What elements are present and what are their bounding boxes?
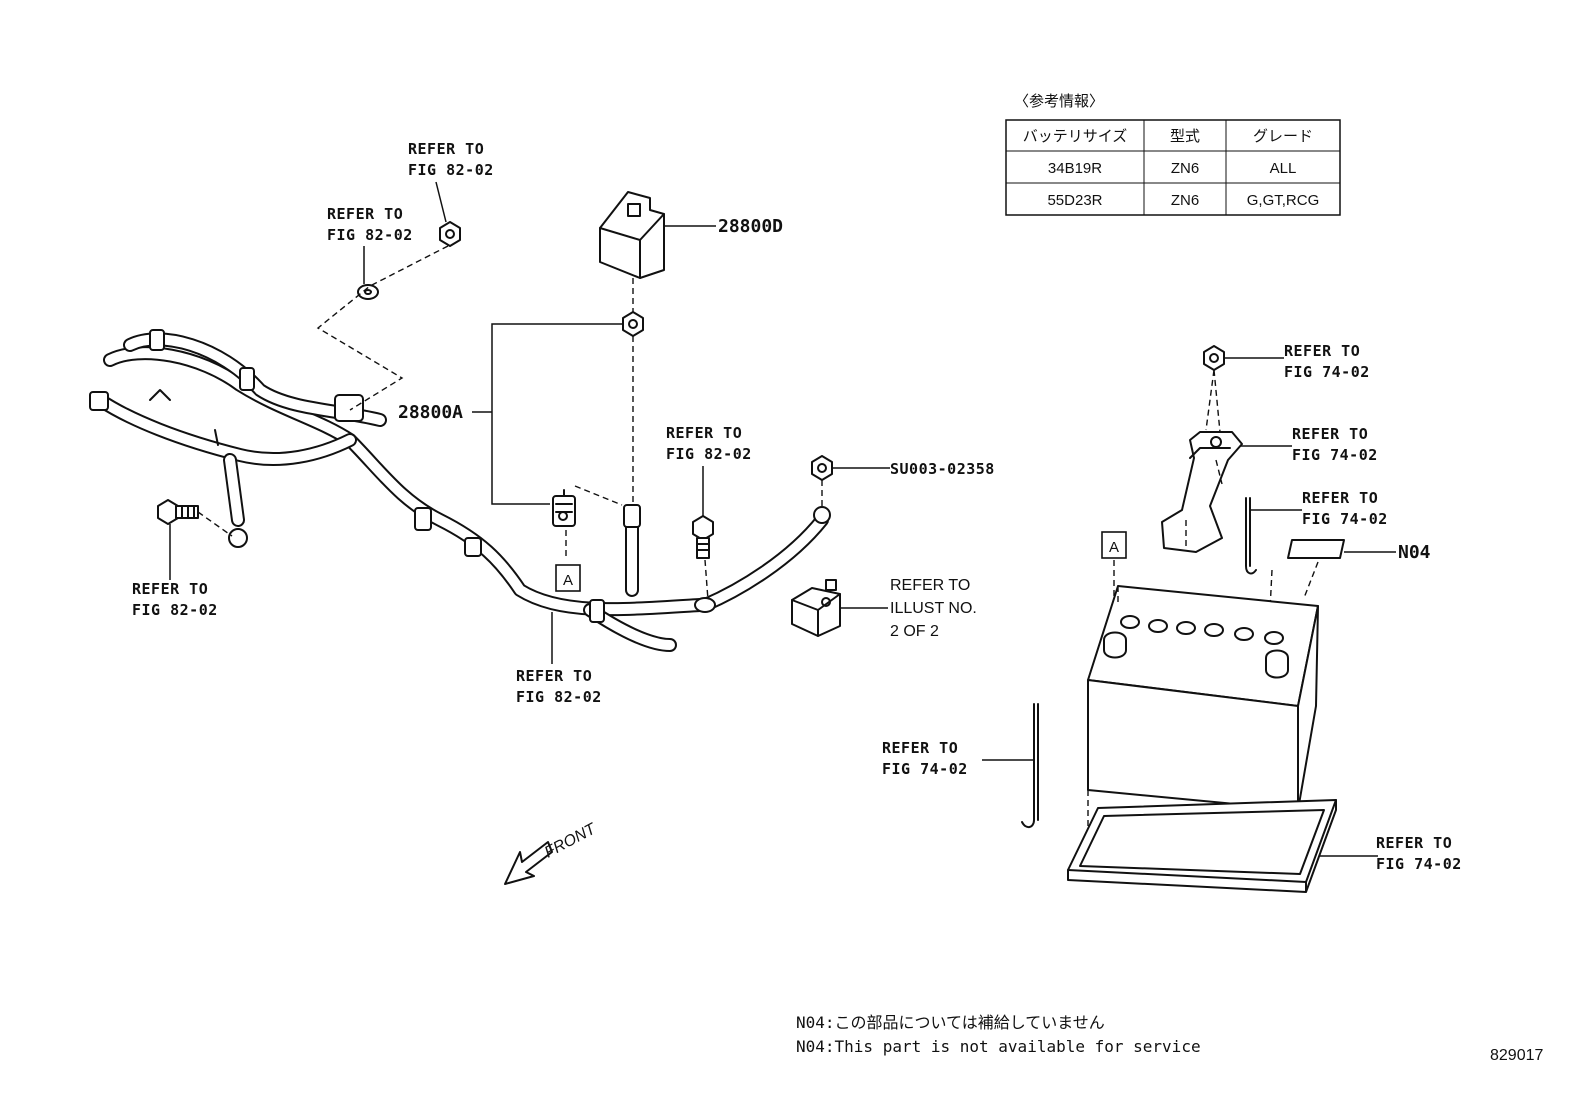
nut-fig82-top xyxy=(439,221,461,247)
table-header-model: 型式 xyxy=(1170,128,1200,145)
refer-fig74-clamp: REFER TO FIG 74-02 xyxy=(1292,425,1378,464)
note-jp: N04:この部品については補給していません xyxy=(796,1013,1105,1032)
part-number-28800d: 28800D xyxy=(718,216,783,237)
svg-text:REFER TO: REFER TO xyxy=(327,205,403,223)
front-label: FRONT xyxy=(542,820,600,861)
table-cell: ZN6 xyxy=(1171,192,1199,209)
part-number-su003-02358: SU003-02358 xyxy=(890,460,995,478)
svg-text:2 OF 2: 2 OF 2 xyxy=(890,623,939,640)
table-cell: ZN6 xyxy=(1171,160,1199,177)
reference-table: バッテリサイズ 型式 グレード 34B19R ZN6 ALL 55D23R ZN… xyxy=(1005,119,1341,216)
svg-text:FIG 74-02: FIG 74-02 xyxy=(882,760,968,778)
svg-text:FIG 82-02: FIG 82-02 xyxy=(132,601,218,619)
svg-text:REFER TO: REFER TO xyxy=(1376,834,1452,852)
wire-harness-28800a xyxy=(89,329,831,652)
svg-text:FIG 74-02: FIG 74-02 xyxy=(1376,855,1462,873)
table-cell: 34B19R xyxy=(1048,160,1102,177)
battery-tray xyxy=(1067,799,1337,893)
svg-text:REFER TO: REFER TO xyxy=(890,577,970,594)
nut-su003-02358 xyxy=(811,455,833,481)
svg-text:REFER TO: REFER TO xyxy=(666,424,742,442)
part-number-28800a: 28800A xyxy=(398,402,463,423)
svg-text:FIG 82-02: FIG 82-02 xyxy=(516,688,602,706)
table-cell: ALL xyxy=(1270,160,1297,177)
marker-a-label: A xyxy=(563,572,573,589)
bolt-fig82-left xyxy=(157,499,199,525)
svg-text:FIG 82-02: FIG 82-02 xyxy=(666,445,752,463)
svg-text:REFER TO: REFER TO xyxy=(132,580,208,598)
svg-text:FIG 74-02: FIG 74-02 xyxy=(1302,510,1388,528)
refer-illust-2-of-2: REFER TO ILLUST NO. 2 OF 2 xyxy=(890,577,977,640)
hook-rod-left xyxy=(1021,703,1039,828)
svg-text:FIG 82-02: FIG 82-02 xyxy=(327,226,413,244)
refer-fig82-washer: REFER TO FIG 82-02 xyxy=(327,205,413,244)
svg-text:REFER TO: REFER TO xyxy=(1292,425,1368,443)
svg-text:REFER TO: REFER TO xyxy=(882,739,958,757)
refer-fig82-top: REFER TO FIG 82-02 xyxy=(408,140,494,179)
washer-fig82 xyxy=(357,284,379,300)
svg-text:REFER TO: REFER TO xyxy=(516,667,592,685)
svg-text:FIG 74-02: FIG 74-02 xyxy=(1292,446,1378,464)
table-header-battery-size: バッテリサイズ xyxy=(1023,128,1128,145)
marker-a-label: A xyxy=(1109,539,1119,556)
refer-fig74-rod-left: REFER TO FIG 74-02 xyxy=(882,739,968,778)
refer-fig74-rod-right: REFER TO FIG 74-02 xyxy=(1302,489,1388,528)
table-cell: G,GT,RCG xyxy=(1247,192,1320,209)
part-number-n04: N04 xyxy=(1398,542,1431,563)
refer-fig82-middle: REFER TO FIG 82-02 xyxy=(666,424,752,463)
svg-text:REFER TO: REFER TO xyxy=(408,140,484,158)
bolt-fig82-middle xyxy=(692,515,714,559)
battery-clamp xyxy=(1161,431,1243,553)
connector-a xyxy=(552,489,576,527)
label-n04 xyxy=(1287,539,1345,559)
refer-fig82-bolt-left: REFER TO FIG 82-02 xyxy=(132,580,218,619)
reference-info-heading: 〈参考情報〉 xyxy=(1014,93,1104,110)
terminal-cover-28800d xyxy=(599,191,665,279)
refer-fig74-tray: REFER TO FIG 74-02 xyxy=(1376,834,1462,873)
nut-fig74-top xyxy=(1203,345,1225,371)
svg-text:FIG 74-02: FIG 74-02 xyxy=(1284,363,1370,381)
reference-info: 〈参考情報〉 バッテリサイズ 型式 グレード 34B19R ZN6 ALL 55… xyxy=(1005,93,1341,216)
table-header-grade: グレード xyxy=(1253,128,1313,145)
svg-text:REFER TO: REFER TO xyxy=(1302,489,1378,507)
svg-text:ILLUST NO.: ILLUST NO. xyxy=(890,600,977,617)
table-cell: 55D23R xyxy=(1047,192,1102,209)
nut-28800a xyxy=(622,311,644,337)
svg-text:REFER TO: REFER TO xyxy=(1284,342,1360,360)
marker-a-left: A xyxy=(555,564,581,592)
note-en: N04:This part is not available for servi… xyxy=(796,1037,1201,1056)
svg-text:FIG 82-02: FIG 82-02 xyxy=(408,161,494,179)
refer-fig82-cable: REFER TO FIG 82-02 xyxy=(516,667,602,706)
figure-number: 829017 xyxy=(1490,1047,1543,1064)
marker-a-right: A xyxy=(1101,531,1127,559)
front-arrow: FRONT xyxy=(504,820,600,885)
refer-fig74-nut: REFER TO FIG 74-02 xyxy=(1284,342,1370,381)
connector-illust-2 xyxy=(791,579,841,637)
